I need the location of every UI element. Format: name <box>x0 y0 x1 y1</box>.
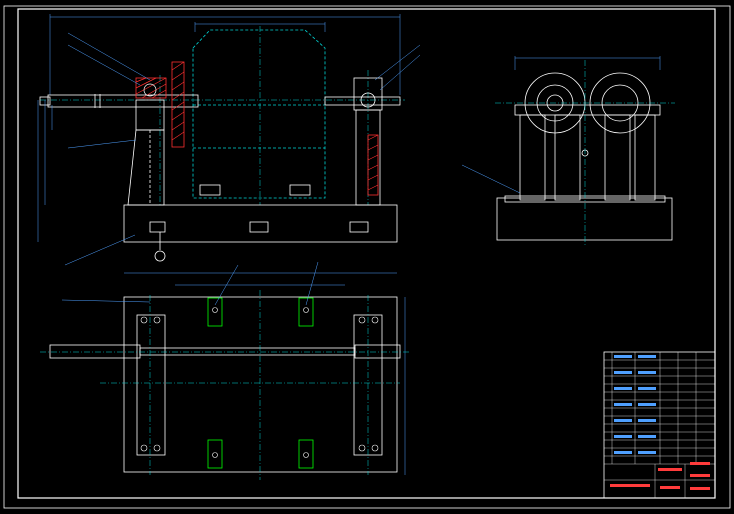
side-view-leader <box>461 164 521 194</box>
front-base-plate <box>123 184 398 243</box>
plan-centerlines <box>40 290 410 480</box>
plan-shaft <box>49 344 401 359</box>
sheet-inner-border <box>17 8 716 499</box>
side-centerlines <box>495 60 675 245</box>
front-view-left-dimensions <box>37 100 53 242</box>
left-bearing-support <box>127 99 165 206</box>
title-block <box>603 351 716 499</box>
gear-housing <box>192 29 326 199</box>
right-bearing-support <box>353 77 383 206</box>
side-view <box>461 56 675 245</box>
sheet-outer-border <box>3 5 731 509</box>
plan-base-outline <box>123 296 398 473</box>
side-housing <box>496 72 673 241</box>
plan-view <box>40 261 410 480</box>
main-shaft <box>39 94 401 108</box>
front-view-leaders <box>64 32 421 266</box>
housing-centerlines <box>40 26 405 205</box>
left-gear-hatched <box>135 61 185 148</box>
front-view-top-dimensions <box>49 14 401 95</box>
plan-bolt-blocks <box>207 297 314 469</box>
plan-bolts <box>140 307 379 458</box>
plan-leaders <box>61 261 319 306</box>
lifting-hook <box>154 232 166 262</box>
front-view <box>37 14 405 262</box>
